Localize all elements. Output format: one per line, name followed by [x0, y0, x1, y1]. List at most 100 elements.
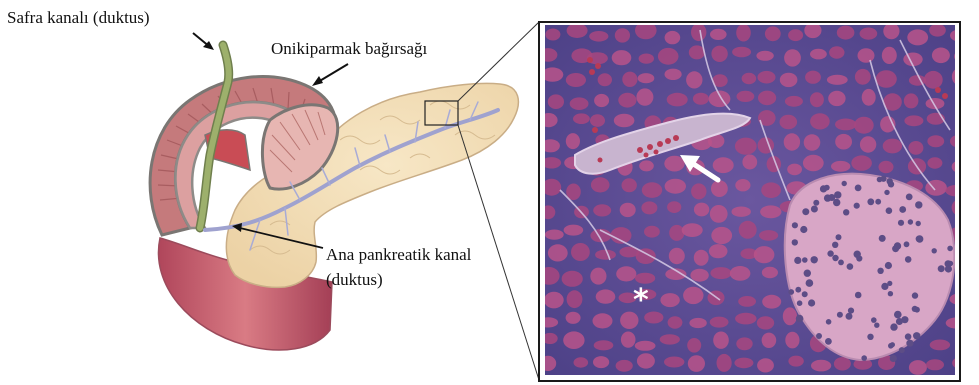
acinus — [689, 318, 706, 328]
acinus — [926, 359, 944, 370]
acinus — [642, 182, 662, 198]
arrow-icon — [312, 64, 348, 86]
islet-nucleus — [847, 263, 854, 270]
islet-nucleus — [874, 323, 879, 328]
acinus — [835, 134, 852, 150]
islet-nucleus — [811, 256, 818, 263]
acinus — [591, 177, 610, 192]
islet-nucleus — [899, 347, 905, 353]
islet-nucleus — [912, 292, 918, 298]
acinus — [563, 331, 584, 349]
acinus — [883, 23, 899, 39]
acinus — [909, 360, 927, 375]
islet-nucleus — [827, 250, 833, 256]
islet-nucleus — [854, 203, 860, 209]
islet-nucleus — [834, 191, 841, 198]
acinus — [614, 114, 635, 128]
acinus — [544, 292, 564, 309]
acinus — [573, 113, 590, 124]
acinus — [566, 73, 586, 87]
acinus — [636, 248, 656, 264]
acinus — [545, 230, 564, 240]
islet-nucleus — [877, 268, 883, 274]
acinus — [636, 88, 653, 105]
islet-nucleus — [894, 311, 902, 319]
acinus — [927, 157, 942, 168]
acinus — [594, 94, 609, 107]
acinus — [785, 332, 799, 349]
acinus — [620, 203, 636, 217]
islet-nucleus — [836, 234, 842, 240]
acinus — [669, 248, 685, 264]
islet-nucleus — [795, 287, 801, 293]
islet-nucleus — [899, 206, 906, 213]
islet-nucleus — [879, 235, 886, 242]
acinus — [736, 337, 752, 350]
islet-nucleus — [905, 256, 912, 263]
acinus — [688, 355, 705, 372]
acinus — [665, 69, 682, 80]
acinus — [615, 28, 630, 42]
islet-nucleus — [808, 299, 815, 306]
acinus — [567, 23, 588, 38]
islet-nucleus — [792, 239, 798, 245]
acinus — [783, 307, 797, 325]
acinus — [732, 47, 751, 58]
acinus — [710, 205, 728, 223]
islet-nucleus — [811, 206, 818, 213]
acinus — [803, 155, 824, 171]
acinus — [924, 71, 943, 89]
acinus — [637, 353, 655, 368]
acinus — [932, 48, 950, 64]
acinus — [567, 290, 583, 308]
islet-nucleus — [888, 291, 893, 296]
acinus — [829, 46, 844, 58]
acinus — [860, 136, 876, 152]
acinus — [664, 357, 684, 368]
acinus — [904, 93, 919, 108]
islet-nucleus — [908, 219, 913, 224]
islet-nucleus — [848, 308, 854, 314]
acinus — [784, 49, 801, 66]
islet-nucleus — [813, 200, 819, 206]
acinus — [683, 287, 703, 304]
acinus — [737, 91, 755, 102]
acinus — [831, 161, 850, 172]
acinus — [612, 50, 632, 65]
islet-nucleus — [804, 270, 811, 277]
islet-nucleus — [894, 242, 901, 249]
islet-nucleus — [855, 185, 862, 192]
islet-nucleus — [825, 338, 832, 345]
acinus — [595, 250, 616, 260]
acinus — [570, 97, 589, 110]
acinus — [734, 358, 753, 369]
acinus — [616, 266, 636, 281]
islet-nucleus — [867, 198, 874, 205]
acinus — [855, 69, 871, 85]
acinus — [660, 334, 680, 344]
acinus — [590, 114, 605, 127]
islet-nucleus — [896, 318, 903, 325]
islet-nucleus — [884, 190, 889, 195]
islet-nucleus — [916, 236, 923, 243]
acinus — [694, 250, 709, 266]
acinus — [810, 113, 830, 129]
acinus — [566, 312, 581, 324]
acinus — [548, 244, 568, 261]
acinus — [732, 207, 751, 217]
acinus — [616, 360, 633, 372]
acinus — [711, 46, 727, 62]
acinus — [593, 204, 611, 216]
islet-nucleus — [890, 342, 895, 347]
acinus — [952, 357, 970, 369]
acinus — [735, 138, 757, 155]
acinus — [738, 296, 756, 307]
acinus — [658, 48, 679, 65]
islet-nucleus — [842, 181, 847, 186]
acinus — [562, 271, 583, 287]
acinus — [765, 26, 781, 41]
islet-nucleus — [861, 355, 867, 361]
acinus — [691, 23, 706, 41]
acinus — [593, 356, 609, 368]
